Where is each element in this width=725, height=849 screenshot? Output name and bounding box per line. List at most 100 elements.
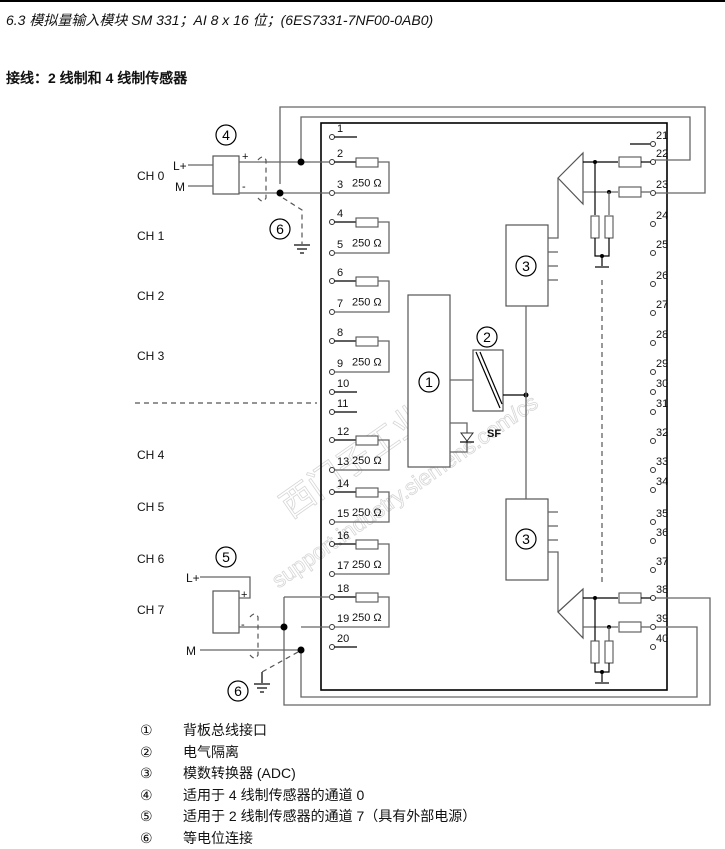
right-terminal-block: 21 22 23 24 25 26 27 28 29 30 31 32 33 34 35 36 37 38 39 40	[630, 130, 668, 650]
terminal-number: 5	[337, 239, 343, 251]
wire-ch0-to-22	[300, 116, 691, 161]
terminal-30: 30	[650, 378, 668, 395]
amplifier-bottom	[557, 587, 584, 640]
terminal-number: 10	[337, 378, 349, 390]
shunt-resistor: 250 Ω	[334, 487, 390, 523]
amplifier-top	[557, 151, 584, 206]
terminal-number: 13	[337, 456, 349, 468]
module-housing	[320, 122, 668, 691]
channel-label: CH 6	[137, 552, 165, 566]
callout-3: 3	[515, 528, 537, 550]
resistor-value: 250 Ω	[352, 559, 382, 571]
terminal-34: 34	[650, 476, 668, 493]
terminal-number: 12	[337, 426, 349, 438]
svg-text:+: +	[241, 589, 247, 601]
resistor-value: 250 Ω	[352, 612, 382, 624]
terminal-number: 25	[656, 239, 668, 251]
terminal-40: 40	[650, 633, 668, 650]
terminal-38: 38	[650, 584, 668, 601]
sf-label: SF	[487, 428, 501, 440]
channel-label: CH 0	[137, 169, 165, 183]
channel-label: CH 3	[137, 349, 165, 363]
terminal-23: 23	[650, 179, 668, 196]
terminal-number: 27	[656, 299, 668, 311]
ch0-sensor: L+ M + -	[173, 151, 330, 254]
terminal-20: 20	[329, 633, 357, 650]
terminal-number: 37	[656, 556, 668, 568]
terminal-number: 2	[337, 148, 343, 160]
callout-2: 2	[476, 326, 498, 348]
plus-label: +	[242, 151, 248, 163]
terminal-number: 8	[337, 327, 343, 339]
callout-6: 6	[269, 218, 291, 240]
shunt-resistor: 250 Ω	[334, 217, 390, 254]
terminal-number: 32	[656, 427, 668, 439]
terminal-number: 33	[656, 456, 668, 468]
terminal-number: 35	[656, 508, 668, 520]
terminal-number: 28	[656, 329, 668, 341]
terminal-29: 29	[650, 358, 668, 375]
ch7-sensor: L+ + - M	[186, 571, 330, 693]
channel-label: CH 2	[137, 289, 165, 303]
svg-text:2: 2	[483, 329, 491, 345]
terminal-36: 36	[650, 527, 668, 544]
terminal-31: 31	[650, 398, 668, 415]
terminal-number: 38	[656, 584, 668, 596]
shunt-resistor: 250 Ω	[334, 336, 390, 373]
terminal-32: 32	[650, 427, 668, 444]
terminal-1: 1	[329, 123, 357, 140]
svg-text:L+: L+	[186, 571, 200, 585]
terminal-number: 14	[337, 478, 349, 490]
wire-ch0-to-23	[279, 106, 706, 194]
m-label: M	[175, 180, 185, 194]
callout-4: 4	[215, 124, 237, 146]
terminal-14: 14	[329, 478, 349, 495]
svg-text:6: 6	[276, 221, 284, 237]
terminal-number: 34	[656, 476, 668, 488]
svg-text:1: 1	[425, 374, 433, 390]
callout-3: 3	[515, 255, 537, 277]
svg-text:-: -	[241, 619, 245, 631]
terminal-number: 7	[337, 298, 343, 310]
terminal-number: 16	[337, 530, 349, 542]
terminal-number: 39	[656, 613, 668, 625]
terminal-22: 22	[650, 148, 668, 165]
resistor-value: 250 Ω	[352, 455, 382, 467]
terminal-number: 18	[337, 583, 349, 595]
resistor-value: 250 Ω	[352, 297, 382, 309]
channel-label: CH 5	[137, 500, 165, 514]
terminal-21: 21	[630, 130, 668, 147]
terminal-number: 17	[337, 560, 349, 572]
terminal-number: 20	[337, 633, 349, 645]
terminal-number: 26	[656, 270, 668, 282]
resistor-value: 250 Ω	[352, 357, 382, 369]
terminal-25: 25	[650, 239, 668, 256]
svg-text:4: 4	[222, 127, 230, 143]
svg-text:M: M	[186, 644, 196, 658]
terminal-number: 24	[656, 210, 668, 222]
terminal-number: 3	[337, 179, 343, 191]
terminal-35: 35	[650, 508, 668, 525]
channel-label: CH 7	[137, 603, 165, 617]
svg-text:6: 6	[234, 683, 242, 699]
resistor-value: 250 Ω	[352, 507, 382, 519]
callout-5: 5	[215, 546, 237, 568]
minus-label: -	[242, 181, 246, 193]
terminal-number: 30	[656, 378, 668, 390]
sf-led-icon	[460, 432, 474, 442]
terminal-number: 29	[656, 358, 668, 370]
channel-labels: CH 0CH 1CH 2CH 3CH 4CH 5CH 6CH 7	[137, 169, 165, 617]
terminal-24: 24	[650, 210, 668, 227]
wiring-subtitle: 接线：2 线制和 4 线制传感器	[6, 70, 188, 86]
terminal-number: 21	[656, 130, 668, 142]
terminal-10: 10	[329, 378, 357, 395]
channel-label: CH 1	[137, 229, 165, 243]
terminal-28: 28	[650, 329, 668, 346]
terminal-12: 12	[329, 426, 349, 443]
